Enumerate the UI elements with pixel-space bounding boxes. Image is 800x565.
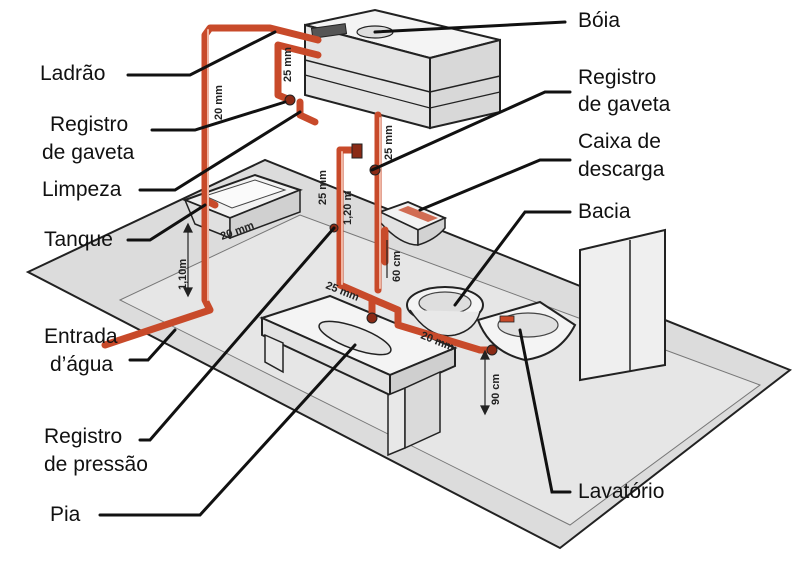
label-pia: Pia <box>50 503 81 526</box>
label-registro-pressao-1: Registro <box>44 425 123 448</box>
water-tank <box>304 8 501 130</box>
label-registro-gaveta-left-2: de gaveta <box>42 141 135 164</box>
dim-60cm: 60 cm <box>391 251 403 282</box>
dim-20mm-vertical: 20 mm <box>213 85 225 120</box>
label-entrada-2: d’água <box>50 353 114 376</box>
pipes <box>101 24 496 354</box>
label-boia: Bóia <box>578 9 621 32</box>
label-registro-gaveta-left-1: Registro <box>50 113 129 136</box>
washbasin <box>476 300 577 362</box>
label-caixa-descarga-2: descarga <box>578 158 665 181</box>
fittings <box>284 94 498 356</box>
dim-25mm-right: 25 mm <box>383 125 395 160</box>
label-ladrao: Ladrão <box>40 62 106 85</box>
label-registro-gaveta-right-2: de gaveta <box>578 93 671 116</box>
dimension-lines <box>183 222 490 416</box>
label-caixa-descarga-1: Caixa de <box>578 130 661 153</box>
dim-25mm-left: 25 mm <box>317 170 329 205</box>
label-limpeza: Limpeza <box>42 178 122 201</box>
pipe-highlights <box>207 29 381 301</box>
dim-90cm: 90 cm <box>490 374 502 405</box>
dim-25mm-top: 25 mm <box>282 47 294 82</box>
label-bacia: Bacia <box>578 200 631 223</box>
leader-lines <box>98 20 572 517</box>
partition <box>579 228 666 382</box>
dim-1-10m: 1,10m <box>177 259 189 290</box>
dim-1-20m: 1,20 m <box>342 191 354 225</box>
label-registro-gaveta-right-1: Registro <box>578 66 657 89</box>
flush-tank <box>377 201 448 247</box>
label-registro-pressao-2: de pressão <box>44 453 148 476</box>
label-entrada-1: Entrada <box>44 325 118 348</box>
toilet-bowl <box>406 286 484 337</box>
label-lavatorio: Lavatório <box>578 480 665 503</box>
label-tanque: Tanque <box>44 228 113 251</box>
sink-counter <box>259 294 458 457</box>
